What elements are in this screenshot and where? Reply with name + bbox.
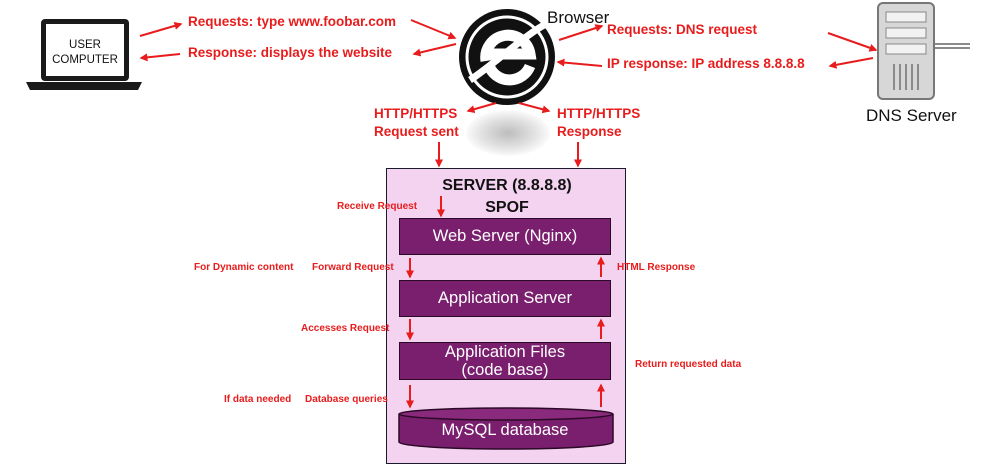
label-http-request-line2: Request sent — [374, 124, 459, 139]
laptop-icon — [26, 19, 142, 90]
label-http-response: HTTP/HTTPS Response — [557, 105, 640, 141]
label-http-request: HTTP/HTTPS Request sent — [374, 105, 459, 141]
application-files-line2: (code base) — [461, 361, 549, 379]
server-title: SERVER (8.8.8.8) — [442, 177, 572, 194]
application-files-box: Application Files (code base) — [399, 342, 611, 380]
label-http-response-line2: Response — [557, 124, 622, 139]
browser-shadow — [466, 110, 550, 156]
label-http-request-line1: HTTP/HTTPS — [374, 106, 458, 121]
arrow-user-to-browser — [139, 21, 183, 37]
label-dynamic-content: For Dynamic content — [194, 262, 294, 273]
arrow-ip-response-to-browser — [556, 58, 603, 67]
arrow-dns-to-ip-response — [828, 57, 874, 69]
label-accesses-request: Accesses Request — [301, 323, 390, 334]
label-if-data-needed: If data needed — [224, 394, 292, 405]
label-database-queries: Database queries — [305, 394, 388, 405]
label-forward-request: Forward Request — [312, 262, 394, 273]
arrow-browser-to-dns-request — [558, 24, 604, 41]
web-server-label: Web Server (Nginx) — [432, 227, 578, 245]
label-html-response: HTML Response — [617, 262, 696, 273]
server-spof: SPOF — [485, 199, 529, 216]
arrow-user-request-to-browser — [410, 19, 457, 40]
application-server-box: Application Server — [399, 280, 611, 317]
browser-label: Browser — [547, 8, 610, 27]
server-container: SERVER (8.8.8.8) SPOF Web Server (Nginx)… — [386, 168, 626, 464]
label-request-type-url: Requests: type www.foobar.com — [188, 14, 397, 29]
arrow-browser-to-http-request — [466, 102, 497, 114]
label-http-response-line1: HTTP/HTTPS — [557, 106, 641, 121]
application-server-label: Application Server — [438, 289, 572, 307]
user-computer-label: USER COMPUTER — [46, 38, 124, 68]
mysql-database-label: MySQL database — [441, 421, 569, 439]
label-return-requested-data: Return requested data — [635, 359, 742, 370]
dns-server-label: DNS Server — [866, 106, 957, 125]
label-dns-request: Requests: DNS request — [607, 22, 758, 37]
user-computer-line1: USER — [69, 39, 101, 51]
user-computer-line2: COMPUTER — [52, 54, 118, 66]
label-ip-response: IP response: IP address 8.8.8.8 — [607, 56, 805, 71]
server-tower-icon — [877, 2, 970, 100]
arrow-http-response-from-browser — [518, 102, 551, 114]
arrow-response-to-user — [139, 53, 181, 62]
arrow-browser-to-response — [412, 43, 457, 57]
internet-explorer-icon — [459, 9, 555, 105]
application-files-line1: Application Files — [444, 343, 566, 361]
web-server-box: Web Server (Nginx) — [399, 218, 611, 255]
label-receive-request: Receive Request — [337, 201, 418, 212]
database-cylinder-icon — [398, 407, 614, 450]
arrow-dns-request-to-server — [827, 32, 878, 52]
label-response-displays: Response: displays the website — [188, 45, 393, 60]
